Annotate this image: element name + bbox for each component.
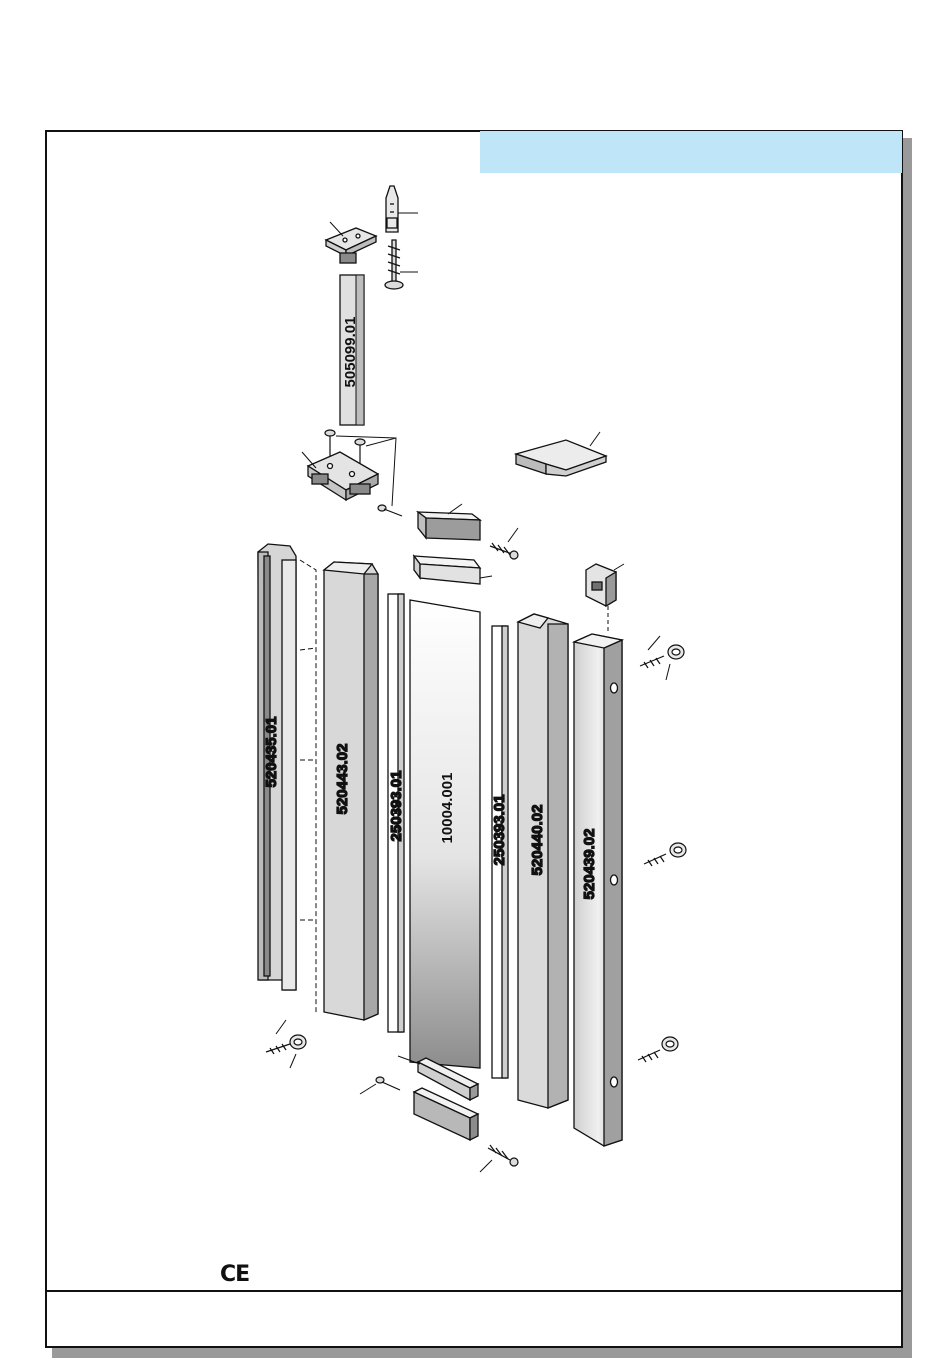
top-spacer <box>414 556 480 584</box>
wood-screw <box>385 240 403 289</box>
leader-cover-cap <box>590 432 600 446</box>
part-520440-02: 520440.02 <box>518 614 568 1108</box>
label-520435-01: 520435.01 <box>263 717 280 788</box>
part-10004-001: 10004.001 <box>410 600 480 1068</box>
dash-wall-profile <box>300 560 316 1014</box>
leader-top-spacer <box>480 576 492 578</box>
label-250393-01-right: 250393.01 <box>491 795 508 866</box>
leader-clip <box>614 564 624 570</box>
label-520440-02: 520440.02 <box>529 805 546 876</box>
part-520439-02: 520439.02 <box>574 634 622 1146</box>
wall-plug <box>386 186 398 232</box>
part-520443-02: 520443.02 <box>324 562 378 1020</box>
clip <box>586 564 616 606</box>
left-fixings <box>266 1035 306 1054</box>
label-505099-01: 505099.01 <box>342 317 359 388</box>
right-fixings <box>638 645 686 1062</box>
label-520443-02: 520443.02 <box>334 744 351 815</box>
part-520435-01: 520435.01 <box>258 544 296 990</box>
part-250393-01-left: 250393.01 <box>388 594 405 1032</box>
label-520439-02: 520439.02 <box>581 829 598 900</box>
lower-bracket <box>308 452 378 500</box>
cover-cap <box>516 440 606 476</box>
leader-bracket <box>330 222 343 236</box>
label-10004-001: 10004.001 <box>439 773 456 844</box>
leader-guide-block <box>448 504 462 514</box>
top-wall-bracket <box>326 228 376 263</box>
long-screw-top <box>378 505 402 516</box>
part-250393-01-right: 250393.01 <box>491 626 508 1078</box>
leader-guide-screw <box>508 528 518 542</box>
label-250393-01-left: 250393.01 <box>388 771 405 842</box>
part-505099-01: 505099.01 <box>340 275 364 425</box>
guide-screw <box>490 543 518 559</box>
top-guide-block <box>418 512 480 540</box>
